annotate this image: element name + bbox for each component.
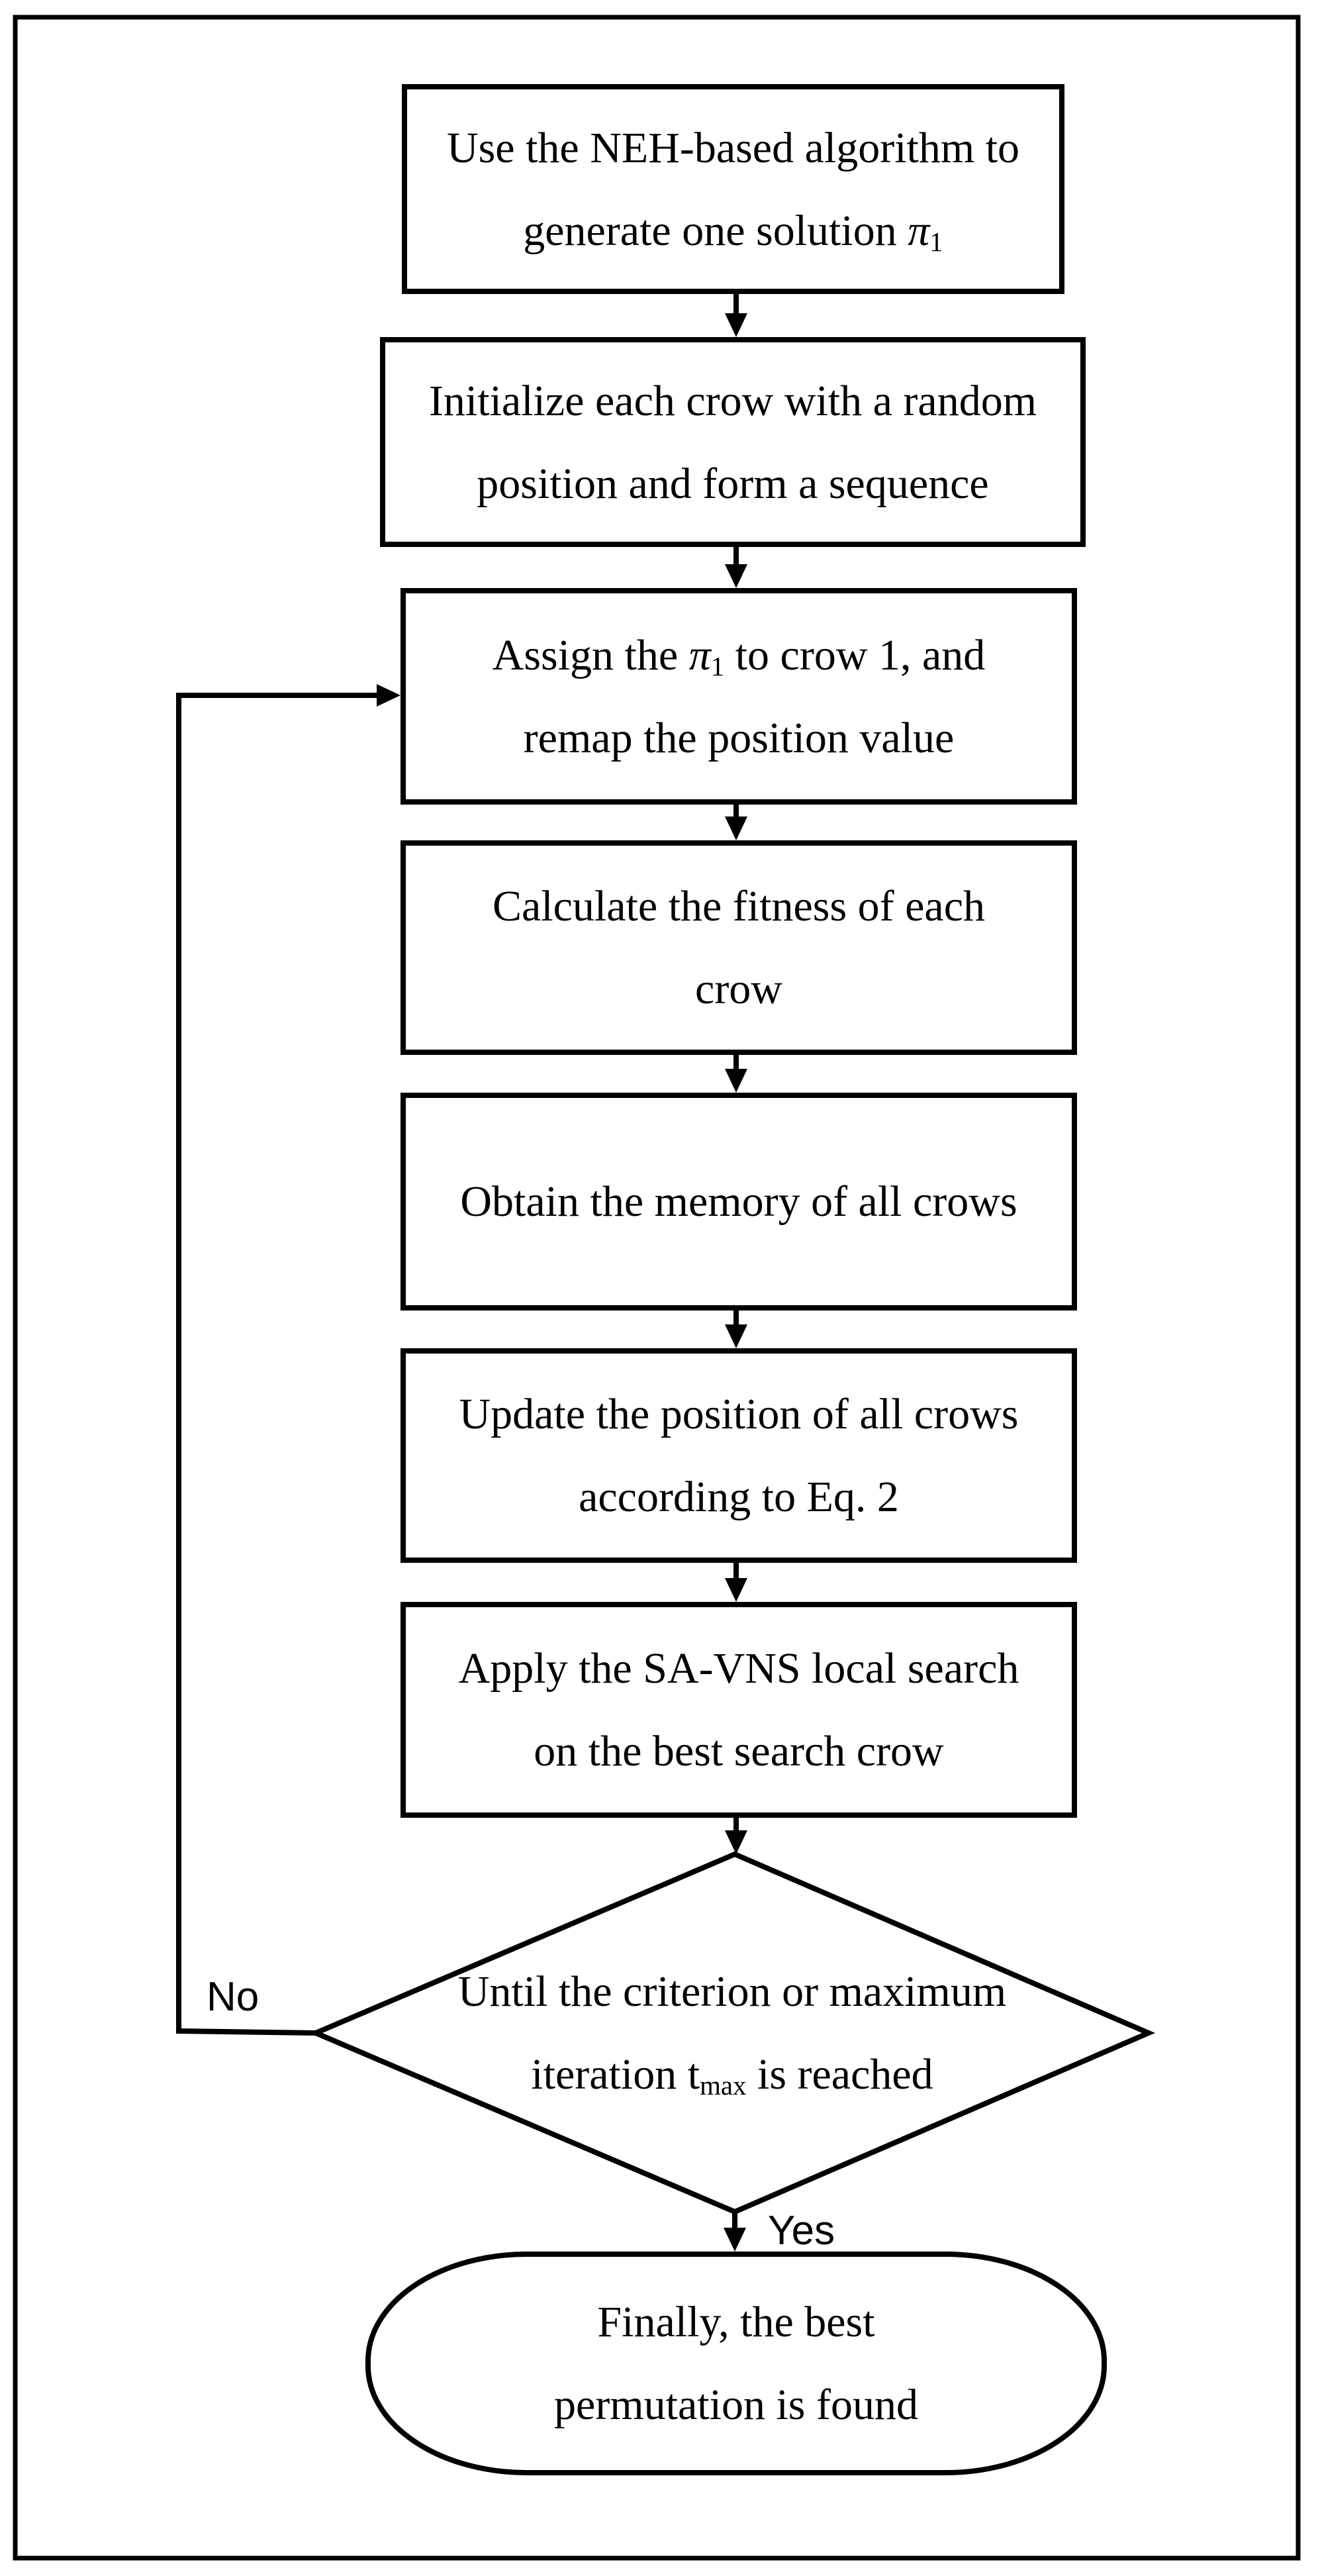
arrow-5-head — [725, 1324, 747, 1348]
process-text-line: position and form a sequence — [477, 459, 989, 508]
process-assign-solution: Assign the π1 to crow 1, and remap the p… — [400, 588, 1077, 805]
process-update-position: Update the position of all crows accordi… — [400, 1348, 1077, 1563]
terminator-text-line: permutation is found — [554, 2381, 918, 2429]
terminator-text-line: Finally, the best — [597, 2298, 875, 2346]
arrow-no-head — [377, 684, 400, 707]
pi-subscript: 1 — [710, 651, 725, 681]
terminator-text: Finally, the best permutation is found — [365, 2281, 1107, 2446]
arrow-yes-head — [724, 2228, 746, 2252]
process-generate-solution: Use the NEH-based algorithm to generate … — [402, 84, 1064, 294]
decision-text-line: Until the criterion or maximum — [457, 1967, 1007, 2016]
process-calculate-fitness: Calculate the fitness of each crow — [400, 840, 1077, 1055]
process-text-line: Assign the π1 to crow 1, and — [492, 630, 986, 681]
figure-border — [13, 15, 1301, 2561]
process-text-line: Obtain the memory of all crows — [460, 1177, 1017, 1226]
pi-subscript: 1 — [929, 226, 943, 257]
process-text-line: Use the NEH-based algorithm to — [446, 123, 1020, 172]
arrowhead-group — [377, 313, 747, 2252]
arrow-4-head — [725, 1069, 747, 1093]
no-branch-label: No — [207, 1974, 259, 2020]
process-obtain-memory: Obtain the memory of all crows — [400, 1093, 1077, 1311]
process-text-line: generate one solution π1 — [523, 206, 943, 257]
process-initialize-crows: Initialize each crow with a random posit… — [380, 337, 1086, 547]
arrow-6-head — [725, 1578, 747, 1602]
arrow-3-head — [725, 817, 747, 840]
process-text-line: on the best search crow — [534, 1727, 944, 1775]
process-apply-local-search: Apply the SA-VNS local search on the bes… — [400, 1602, 1077, 1818]
pi-symbol: π — [688, 630, 711, 679]
decision-text: Until the criterion or maximum iteration… — [316, 1950, 1149, 2116]
arrow-1-head — [725, 313, 747, 337]
process-text-line: Initialize each crow with a random — [428, 376, 1037, 425]
arrow-7-head — [725, 1830, 747, 1854]
arrow-no-loop-path — [176, 693, 378, 2036]
pi-symbol: π — [908, 206, 930, 255]
tmax-subscript: max — [700, 2071, 747, 2101]
decision-text-line: iteration tmax is reached — [531, 2050, 933, 2101]
yes-branch-label: Yes — [768, 2208, 835, 2254]
process-text-line: Apply the SA-VNS local search — [458, 1644, 1019, 1693]
arrow-2-head — [725, 564, 747, 588]
process-text-line: according to Eq. 2 — [579, 1473, 899, 1521]
process-text-line: Update the position of all crows — [459, 1390, 1019, 1438]
process-text-line: Calculate the fitness of each — [492, 882, 985, 930]
process-text-line: crow — [695, 965, 782, 1013]
decision-diamond-shape — [308, 1851, 1156, 2215]
process-text-line: remap the position value — [523, 713, 955, 762]
terminator-shape — [365, 2252, 1107, 2475]
